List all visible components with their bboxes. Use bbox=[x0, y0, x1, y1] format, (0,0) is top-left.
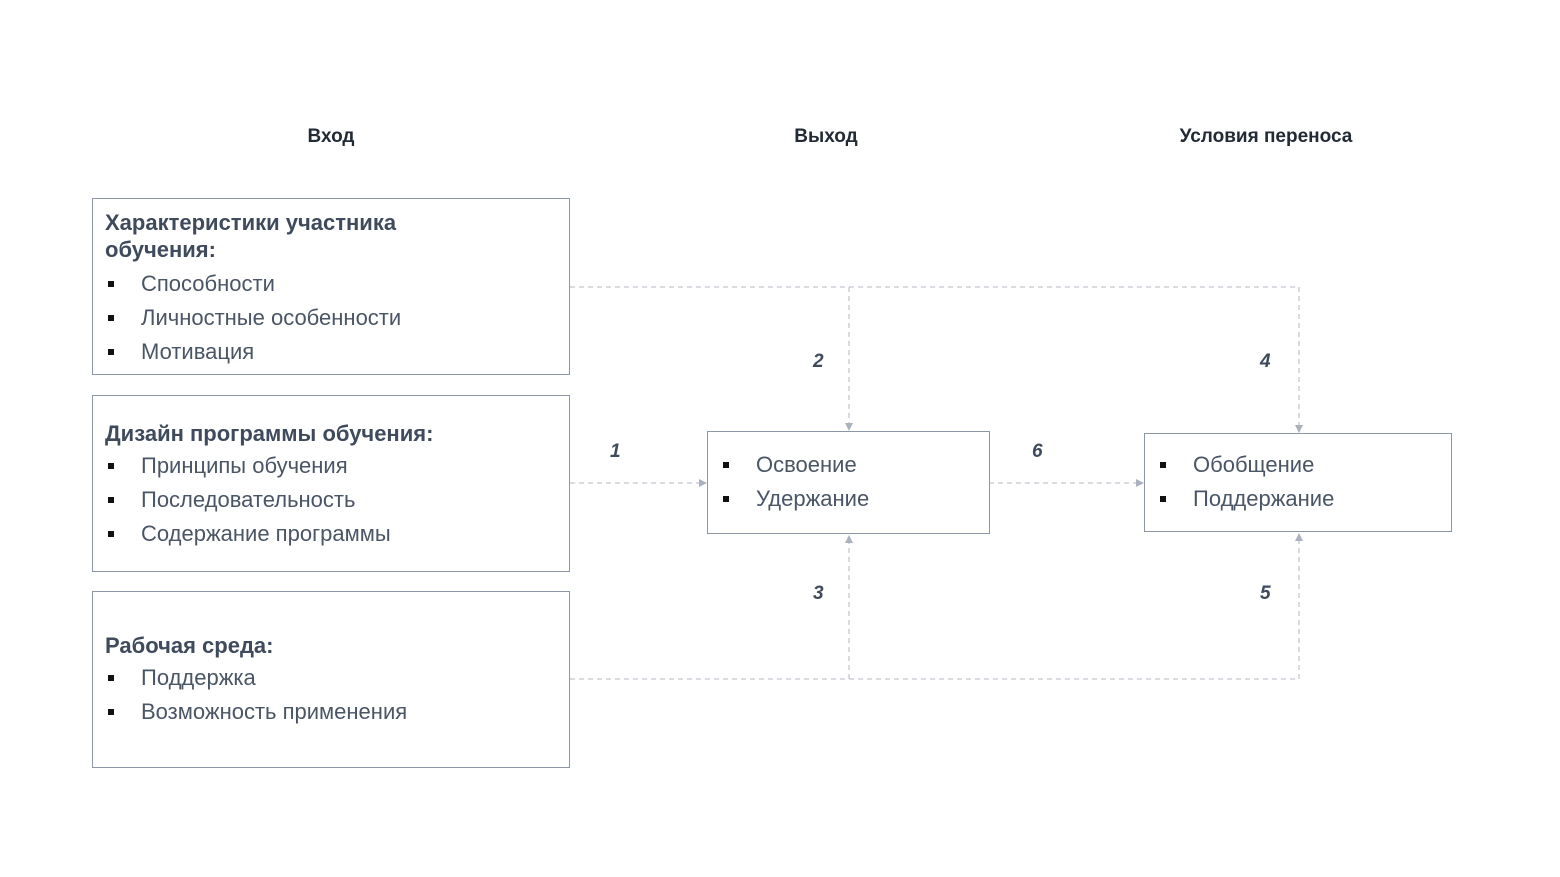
link-number-4: 4 bbox=[1260, 351, 1271, 372]
trainee-list: Способности Личностные особенности Мотив… bbox=[105, 267, 557, 369]
link-number-5: 5 bbox=[1260, 583, 1271, 604]
item-label: Возможность применения bbox=[141, 699, 408, 724]
transfer-conditions-box: Обобщение Поддержание bbox=[1144, 433, 1452, 532]
link-number-2: 2 bbox=[813, 351, 824, 372]
list-item: Удержание bbox=[720, 482, 977, 516]
item-label: Поддержка bbox=[141, 665, 256, 690]
outputs-box: Освоение Удержание bbox=[707, 431, 990, 534]
design-title: Дизайн программы обучения: bbox=[105, 421, 434, 446]
list-item: Личностные особенности bbox=[105, 301, 557, 335]
link-number-6: 6 bbox=[1032, 441, 1043, 462]
list-item: Возможность применения bbox=[105, 695, 557, 729]
list-item: Способности bbox=[105, 267, 557, 301]
bullet-icon bbox=[108, 531, 114, 537]
list-item: Мотивация bbox=[105, 335, 557, 369]
bullet-icon bbox=[108, 709, 114, 715]
list-item: Поддержание bbox=[1157, 482, 1439, 516]
header-output: Выход bbox=[794, 126, 858, 147]
header-input: Вход bbox=[307, 126, 355, 147]
item-label: Поддержание bbox=[1193, 486, 1335, 511]
list-item: Освоение bbox=[720, 448, 977, 482]
list-item: Обобщение bbox=[1157, 448, 1439, 482]
work-environment-box: Рабочая среда: Поддержка Возможность при… bbox=[92, 591, 570, 768]
header-transfer: Условия переноса bbox=[1179, 126, 1353, 147]
list-item: Поддержка bbox=[105, 661, 557, 695]
transfer-list: Обобщение Поддержание bbox=[1157, 448, 1439, 516]
item-label: Принципы обучения bbox=[141, 453, 348, 478]
environment-title: Рабочая среда: bbox=[105, 633, 274, 658]
list-item: Содержание программы bbox=[105, 517, 557, 551]
trainee-title: Характеристики участника обучения: bbox=[105, 210, 397, 262]
trainee-characteristics-box: Характеристики участника обучения: Спосо… bbox=[92, 198, 570, 375]
bullet-icon bbox=[108, 281, 114, 287]
environment-list: Поддержка Возможность применения bbox=[105, 661, 557, 729]
bullet-icon bbox=[1160, 462, 1166, 468]
link-number-1: 1 bbox=[610, 441, 621, 462]
item-label: Обобщение bbox=[1193, 452, 1315, 477]
item-label: Последовательность bbox=[141, 487, 356, 512]
bullet-icon bbox=[108, 463, 114, 469]
item-label: Удержание bbox=[756, 486, 870, 511]
item-label: Содержание программы bbox=[141, 521, 391, 546]
bullet-icon bbox=[723, 462, 729, 468]
outputs-list: Освоение Удержание bbox=[720, 448, 977, 516]
bullet-icon bbox=[108, 675, 114, 681]
item-label: Освоение bbox=[756, 452, 857, 477]
list-item: Принципы обучения bbox=[105, 449, 557, 483]
design-list: Принципы обучения Последовательность Сод… bbox=[105, 449, 557, 551]
item-label: Личностные особенности bbox=[141, 305, 402, 330]
bullet-icon bbox=[723, 496, 729, 502]
bullet-icon bbox=[108, 349, 114, 355]
bullet-icon bbox=[108, 497, 114, 503]
bullet-icon bbox=[108, 315, 114, 321]
link-number-3: 3 bbox=[813, 583, 824, 604]
training-design-box: Дизайн программы обучения: Принципы обуч… bbox=[92, 395, 570, 572]
item-label: Способности bbox=[141, 271, 275, 296]
bullet-icon bbox=[1160, 496, 1166, 502]
list-item: Последовательность bbox=[105, 483, 557, 517]
item-label: Мотивация bbox=[141, 339, 255, 364]
